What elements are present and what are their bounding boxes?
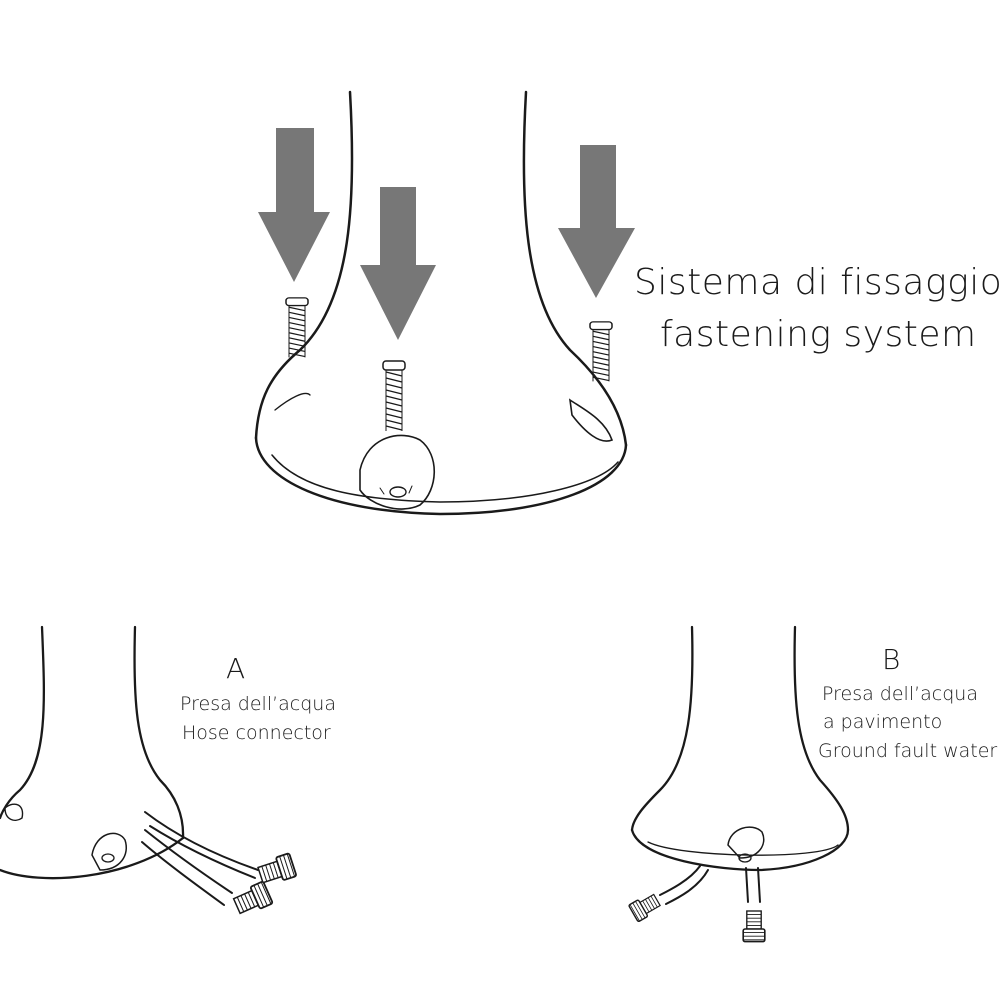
arrows	[258, 128, 635, 340]
main-column-right-edge	[522, 90, 628, 447]
base-a-hose-upper	[144, 811, 259, 871]
base-b-rim	[630, 828, 850, 872]
main-base	[254, 90, 628, 516]
arrow-down-left	[258, 128, 330, 282]
base-a-slot-left	[4, 803, 24, 821]
main-screw-slot-left	[274, 392, 311, 411]
base-a-column-right-edge	[133, 625, 185, 840]
base-a-slot-center	[91, 832, 127, 871]
option-a-label-english: Hose connector	[182, 722, 331, 744]
base-a-column-left-edge	[0, 625, 45, 820]
option-b-label-italian-2: a pavimento	[823, 711, 943, 733]
arrow-down-center	[360, 187, 436, 340]
base-b-column-right-edge	[793, 625, 850, 832]
base-b-column-left-edge	[630, 625, 694, 832]
base-b-slot-center	[727, 826, 765, 859]
option-a-label-italian: Presa dell’acqua	[180, 693, 336, 715]
main-hole-center	[389, 486, 407, 498]
main-screw-slot-center	[359, 434, 436, 510]
option-a-letter: A	[226, 652, 246, 685]
hose-fitting-b-left	[627, 890, 663, 923]
option-b-label-italian-1: Presa dell’acqua	[822, 683, 978, 705]
base-b-hole	[738, 853, 752, 863]
screw-right	[589, 321, 613, 383]
arrow-down-right	[558, 145, 635, 298]
title-italian: Sistema di fissaggio	[634, 262, 1000, 303]
title-english: fastening system	[660, 314, 977, 355]
option-b-letter: B	[882, 643, 901, 676]
main-base-rim	[254, 436, 628, 516]
base-a-hose-lower	[144, 829, 233, 894]
option-b-label-english: Ground fault water	[818, 740, 998, 762]
base-a-hole	[101, 853, 115, 863]
floor-fitting-b	[742, 910, 766, 943]
hose-fitting-a-lower	[231, 880, 274, 918]
main-screw-slot-right	[568, 398, 614, 442]
base-a	[0, 625, 259, 906]
base-a-rim	[0, 836, 185, 880]
base-b-pipe	[745, 867, 761, 903]
screw-center	[382, 360, 406, 432]
screw-left	[285, 297, 309, 359]
main-base-inner-line	[271, 454, 619, 503]
base-b	[630, 625, 850, 905]
base-b-hose	[659, 865, 701, 896]
main-column-left-edge	[254, 90, 354, 440]
